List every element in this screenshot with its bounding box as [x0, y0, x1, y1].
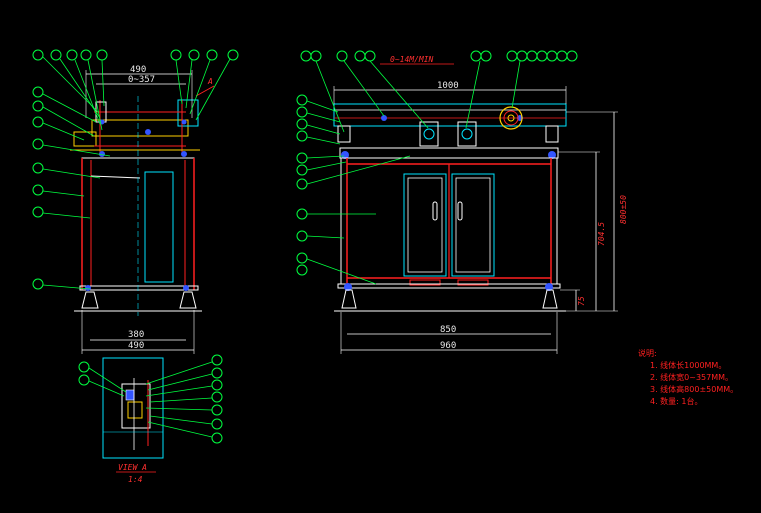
front-dim-height-body: 704.5 — [597, 222, 606, 246]
detail-title: VIEW A — [118, 463, 147, 472]
drawing-notes: 说明: 1. 线体长1000MM。 2. 线体宽0~357MM。 3. 线体高8… — [638, 348, 738, 408]
conveyor-speed-label: 0~14M/MIN — [390, 55, 434, 64]
front-dim-bottom-inner: 850 — [440, 325, 456, 335]
drive-motor — [499, 106, 523, 130]
section-mark: A — [207, 77, 213, 86]
door-handle-right — [457, 201, 463, 221]
cabinet-door-right — [451, 173, 495, 277]
note-item: 1. 线体长1000MM。 — [650, 361, 727, 370]
side-dim-bottom-outer: 490 — [128, 341, 144, 351]
door-handle-left — [432, 201, 438, 221]
side-dim-top-width: 490 — [130, 65, 146, 75]
side-part-callouts — [32, 49, 239, 290]
front-dim-bottom-outer: 960 — [440, 341, 456, 351]
side-view: 490 0~357 A 380 490 — [32, 49, 239, 354]
side-dim-stroke: 0~357 — [128, 75, 155, 85]
notes-heading: 说明: — [638, 349, 657, 358]
front-conveyor-belt — [333, 103, 567, 127]
front-dim-foot: 75 — [577, 296, 586, 306]
note-item: 3. 线体高800±50MM。 — [650, 385, 739, 394]
detail-scale: 1:4 — [128, 475, 143, 484]
side-dim-bottom-inner: 380 — [128, 330, 144, 340]
front-view: 1000 0~14M/MIN 850 960 800±50 704.5 75 — [296, 50, 628, 354]
note-item: 2. 线体宽0~357MM。 — [650, 373, 734, 382]
front-top-frame — [339, 147, 559, 159]
side-conveyor-head — [91, 119, 189, 137]
note-item: 4. 数量: 1台。 — [650, 397, 703, 406]
front-part-callouts — [296, 50, 578, 285]
cabinet-door-left — [403, 173, 447, 277]
front-dim-height-total: 800±50 — [619, 195, 628, 224]
detail-view-a: VIEW A 1:4 — [78, 354, 223, 484]
detail-frame — [102, 357, 164, 459]
front-dim-length: 1000 — [437, 81, 459, 91]
